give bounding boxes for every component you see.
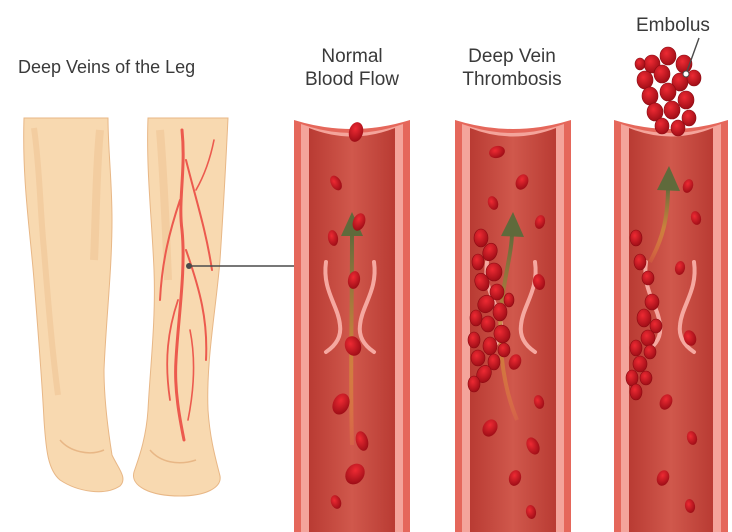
label-line: Thrombosis — [462, 69, 562, 90]
blood-cells — [656, 179, 702, 513]
label-deep-vein-thrombosis: Deep Vein Thrombosis — [447, 45, 577, 91]
valve — [323, 260, 377, 354]
label-line: Deep Vein — [468, 46, 556, 67]
flow-arrow — [648, 166, 680, 263]
pointer-line — [186, 263, 302, 269]
label-line: Blood Flow — [305, 69, 399, 90]
vessel-embolus — [614, 37, 728, 532]
label-line: Normal — [321, 46, 383, 67]
embolus-pointer — [682, 37, 700, 78]
label-embolus: Embolus — [636, 15, 710, 36]
legs-illustration — [23, 117, 229, 497]
label-normal-blood-flow: Normal Blood Flow — [288, 45, 416, 91]
thrombus — [467, 228, 515, 393]
leg-veins — [159, 128, 215, 442]
label-deep-veins: Deep Veins of the Leg — [18, 57, 196, 77]
thrombus — [625, 229, 663, 401]
blood-cells — [327, 122, 369, 509]
vessel-normal — [294, 120, 410, 532]
left-leg — [23, 117, 124, 493]
embolus-clot — [634, 46, 702, 137]
blood-cells — [482, 145, 546, 519]
vessel-dvt — [455, 120, 571, 532]
